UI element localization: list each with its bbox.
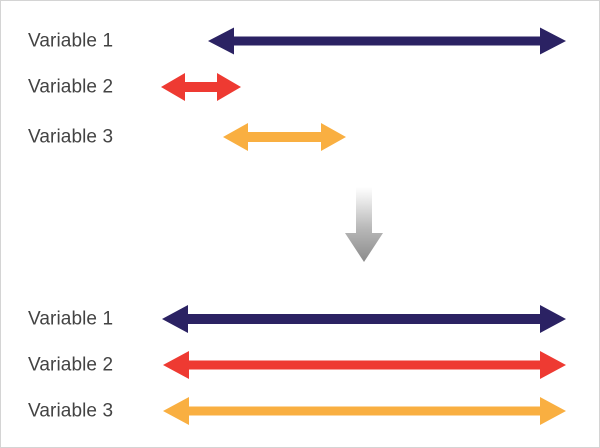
top-label-variable-1: Variable 1 [28,30,114,52]
down-arrow-icon [345,187,383,262]
top-arrow-variable-2 [161,73,241,101]
top-label-variable-2: Variable 2 [28,76,114,98]
bottom-arrow-variable-1 [162,305,566,333]
bottom-label-variable-2: Variable 2 [28,354,114,376]
bottom-label-variable-1: Variable 1 [28,308,114,330]
bottom-label-variable-3: Variable 3 [28,400,114,422]
top-arrow-variable-3 [223,123,346,151]
bottom-arrow-variable-3 [163,397,566,425]
top-arrow-variable-1 [208,27,566,55]
bottom-arrow-variable-2 [163,351,566,379]
top-label-variable-3: Variable 3 [28,126,114,148]
